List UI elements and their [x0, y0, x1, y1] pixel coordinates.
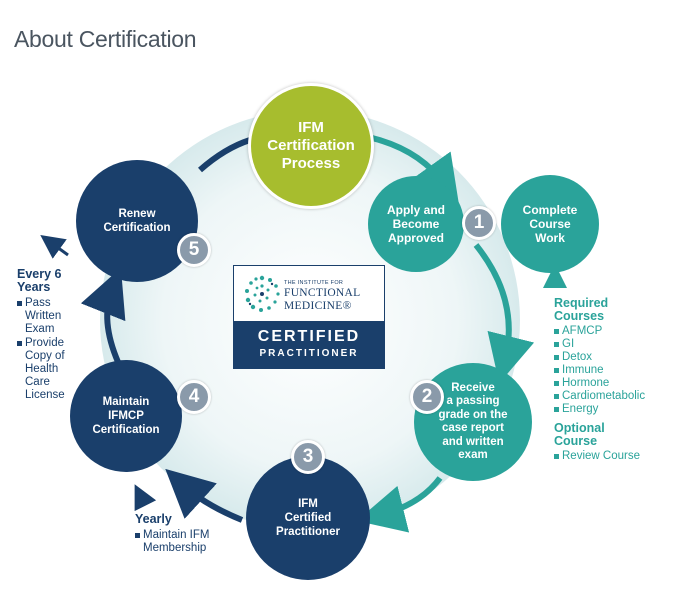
course-item: GI [554, 338, 645, 351]
logo-line-1: THE INSTITUTE FOR [284, 280, 344, 286]
node-maintain-ifmcp: Maintain IFMCP Certification [70, 360, 182, 472]
arc-receive-to-certified [356, 476, 443, 533]
node-ifm-certified-practitioner: IFM Certified Practitioner [246, 456, 370, 580]
requirement-item: Maintain IFM Membership [135, 529, 209, 555]
yearly-block: Yearly Maintain IFM Membership [135, 513, 209, 555]
step-badge-4: 4 [177, 380, 211, 414]
ifm-certified-logo: THE INSTITUTE FOR FUNCTIONAL MEDICINE® C… [233, 265, 385, 369]
course-item: Energy [554, 403, 645, 416]
step-badge-1: 1 [462, 206, 496, 240]
node-complete-course-work: Complete Course Work [501, 175, 599, 273]
logo-practitioner-text: PRACTITIONER [259, 348, 359, 359]
requirement-item: Provide Copy of Health Care License [17, 337, 77, 402]
optional-course-heading: Optional Course [554, 421, 605, 448]
arc-process-to-apply [371, 135, 459, 205]
node-apply-approved: Apply and Become Approved [368, 176, 464, 272]
arc-certified-to-maintain [165, 468, 244, 523]
arc-renew-to-process [198, 137, 251, 173]
arc-apply-to-receive [473, 243, 535, 384]
node-certification-process: IFM Certification Process [248, 83, 374, 209]
course-item: AFMCP [554, 325, 645, 338]
node-renew-certification: Renew Certification [76, 160, 198, 282]
course-item: Immune [554, 364, 645, 377]
course-item: Detox [554, 351, 645, 364]
every-six-years-block: Every 6 Years Pass Written Exam Provide … [17, 268, 77, 402]
arrow-yearly [134, 484, 157, 512]
step-badge-5: 5 [177, 233, 211, 267]
logo-line-3: MEDICINE® [284, 300, 352, 312]
required-courses-heading: Required Courses [554, 296, 609, 323]
course-item: Review Course [554, 450, 645, 463]
arc-maintain-to-renew [80, 267, 126, 364]
step-badge-2: 2 [410, 380, 444, 414]
requirement-item: Pass Written Exam [17, 297, 77, 336]
logo-certified-text: CERTIFIED [257, 328, 361, 345]
required-courses-block: Required Courses AFMCP GI Detox Immune H… [554, 297, 645, 463]
course-item: Cardiometabolic [554, 390, 645, 403]
every-six-years-heading: Every 6 Years [17, 267, 62, 294]
arrow-every-six-years [40, 234, 69, 259]
ifm-swirl-logo-icon [245, 275, 280, 312]
page-title: About Certification [14, 26, 197, 52]
yearly-heading: Yearly [135, 512, 172, 526]
course-item: Hormone [554, 377, 645, 390]
required-courses-list: AFMCP GI Detox Immune Hormone Cardiometa… [554, 325, 645, 416]
logo-line-2: FUNCTIONAL [284, 287, 361, 299]
step-badge-3: 3 [291, 440, 325, 474]
